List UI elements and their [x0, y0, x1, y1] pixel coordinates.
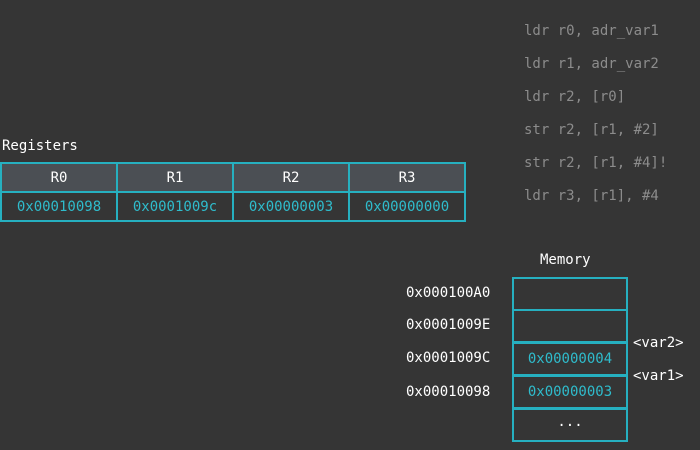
memory-cell: 0x00000004 [512, 342, 628, 376]
register-header-r2: R2 [232, 162, 350, 193]
register-value-r1: 0x0001009c [116, 191, 234, 222]
memory-tag-var1: <var1> [633, 368, 684, 384]
register-header-r3: R3 [348, 162, 466, 193]
memory-address: 0x0001009C [406, 350, 491, 366]
code-line: ldr r2, [r0] [524, 89, 626, 105]
register-value-r0: 0x00010098 [0, 191, 118, 222]
registers-title: Registers [2, 138, 78, 154]
registers-value-row: 0x00010098 0x0001009c 0x00000003 0x00000… [0, 191, 466, 222]
register-value-r2: 0x00000003 [232, 191, 350, 222]
code-line: str r2, [r1, #4]! [524, 155, 668, 171]
register-header-r0: R0 [0, 162, 118, 193]
memory-cell [512, 277, 628, 311]
code-line: ldr r0, adr_var1 [524, 23, 659, 39]
register-header-r1: R1 [116, 162, 234, 193]
memory-ellipsis: ... [512, 408, 628, 442]
memory-tag-var2: <var2> [633, 335, 684, 351]
code-line: ldr r1, adr_var2 [524, 56, 659, 72]
code-line: str r2, [r1, #2] [524, 122, 659, 138]
registers-table: R0 R1 R2 R3 0x00010098 0x0001009c 0x0000… [0, 162, 466, 222]
memory-address: 0x0001009E [406, 317, 491, 333]
code-line: ldr r3, [r1], #4 [524, 188, 659, 204]
memory-cell [512, 309, 628, 343]
assembly-code-listing: ldr r0, adr_var1 ldr r1, adr_var2 ldr r2… [524, 15, 667, 213]
memory-title: Memory [540, 252, 591, 268]
register-value-r3: 0x00000000 [348, 191, 466, 222]
memory-cell: 0x00000003 [512, 375, 628, 409]
registers-header-row: R0 R1 R2 R3 [0, 162, 466, 193]
memory-address: 0x00010098 [406, 384, 491, 400]
memory-address: 0x000100A0 [406, 285, 491, 301]
